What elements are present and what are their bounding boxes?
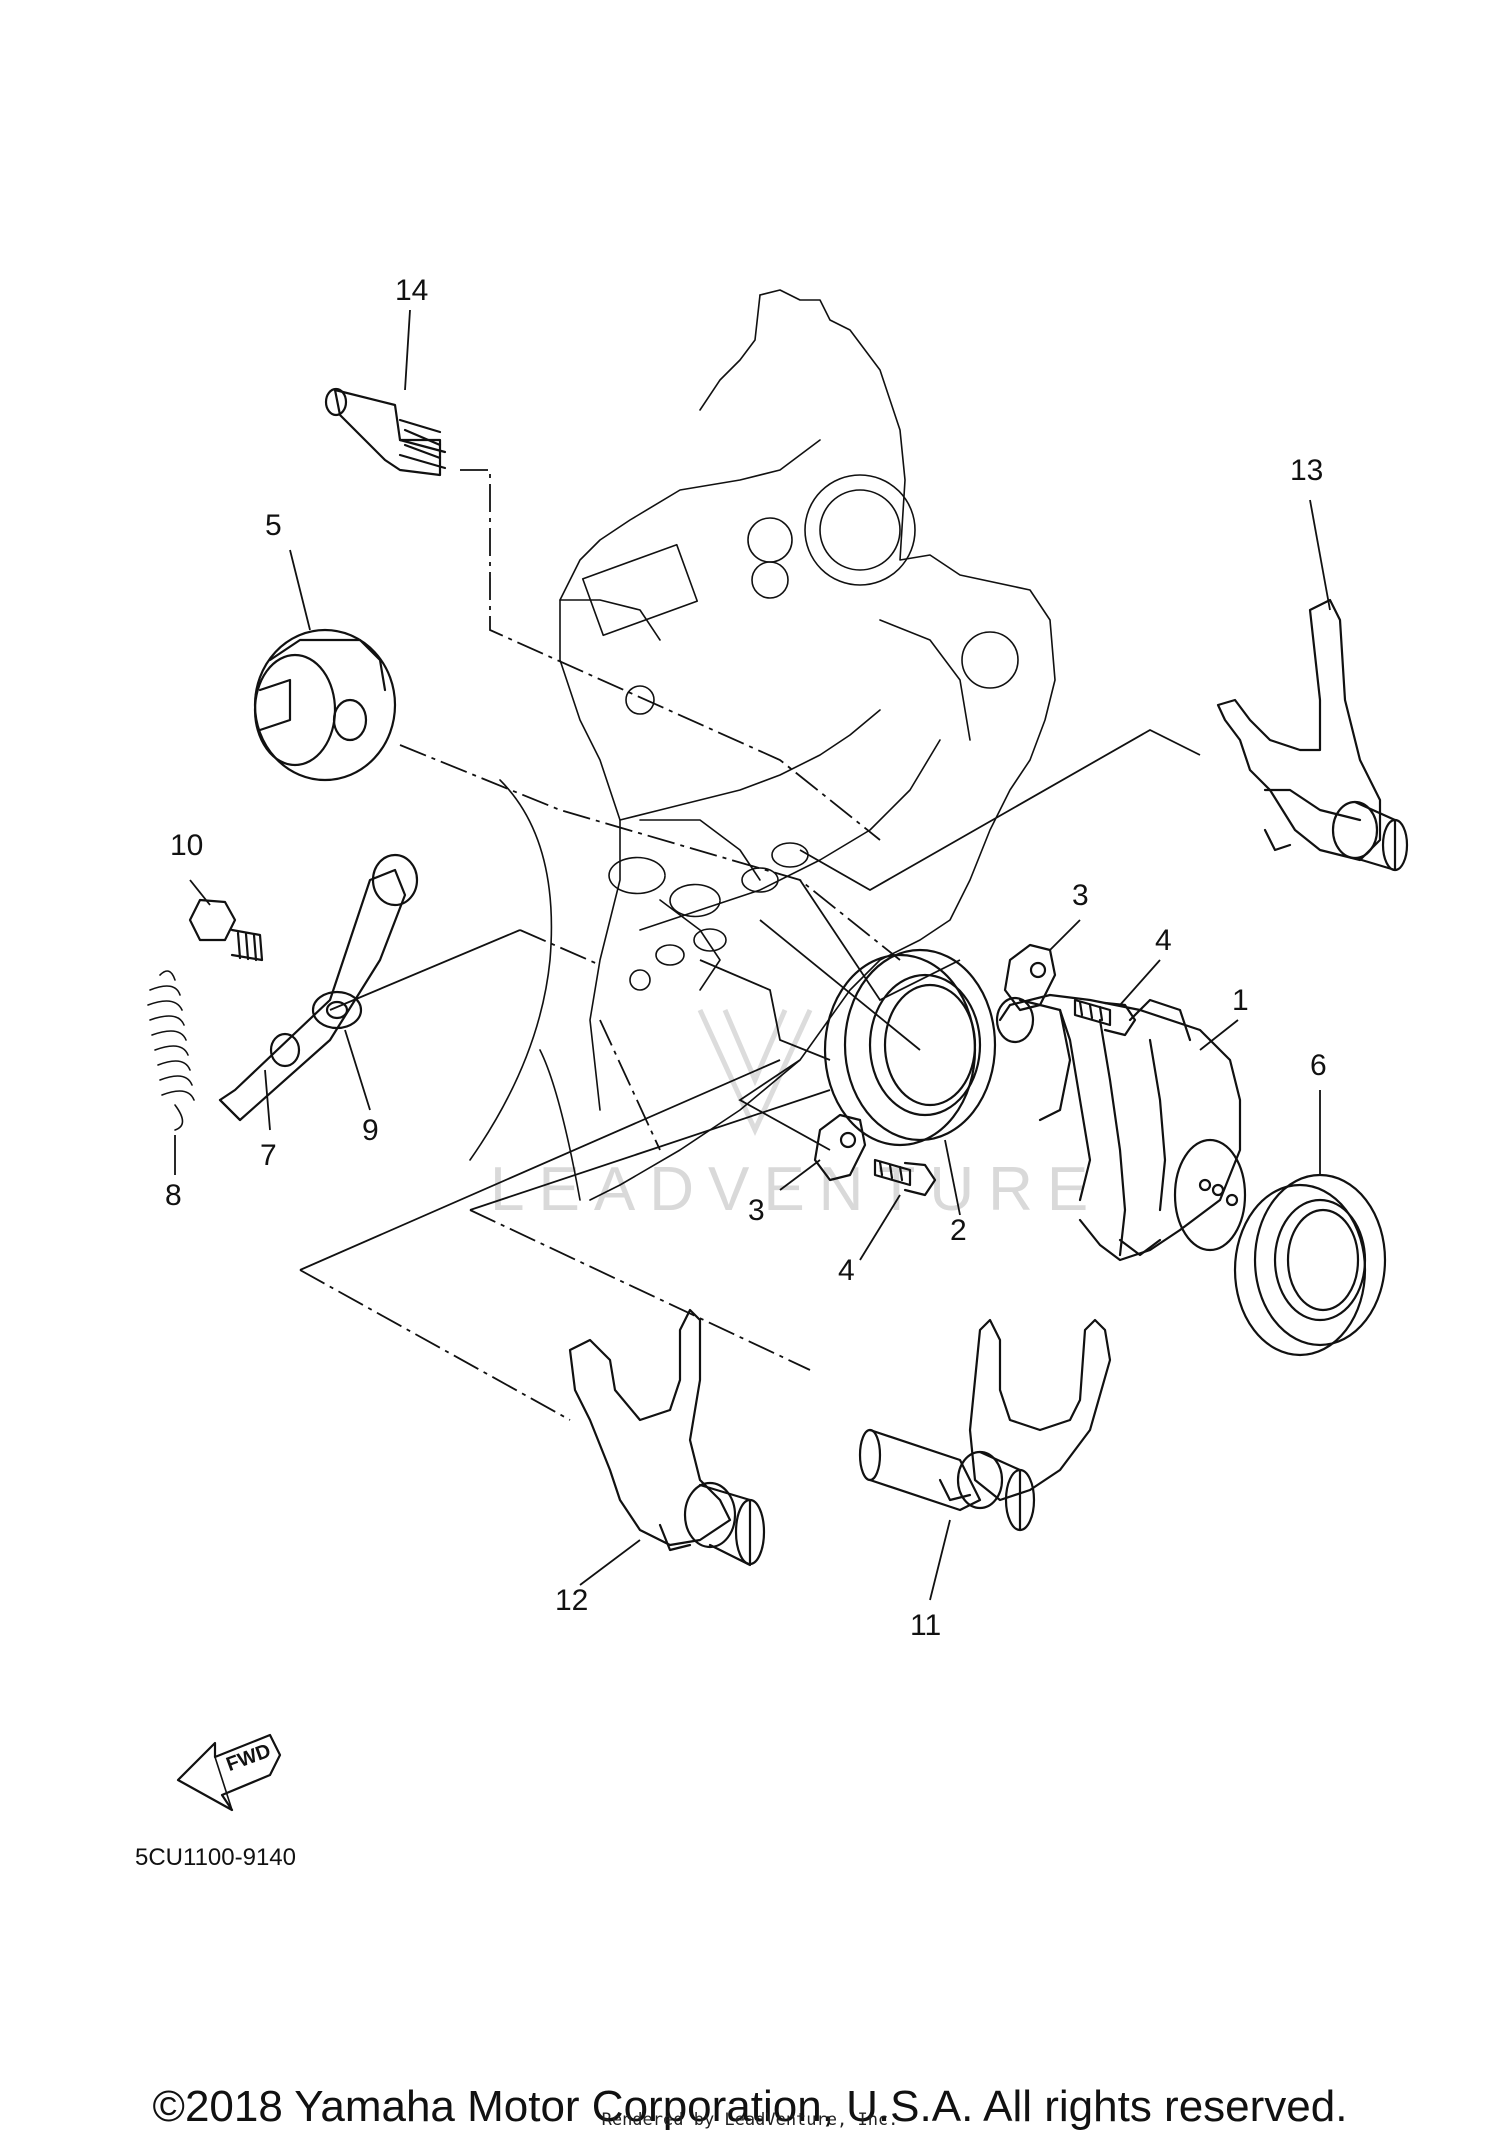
part-10-bolt [188,898,264,962]
callout-4-upper: 4 [1155,924,1172,957]
callout-4-lower: 4 [838,1254,855,1287]
callout-7: 7 [260,1139,277,1172]
callout-11: 11 [910,1609,941,1642]
callout-12: 12 [555,1584,588,1617]
cover-outline [469,779,581,1201]
watermark-logo [697,1008,813,1137]
part-code: 5CU1100-9140 [135,1844,296,1871]
fwd-label: FWD [223,1740,273,1776]
callout-9: 9 [362,1114,379,1147]
part-1-shift-drum [995,993,1247,1262]
callout-leaders [174,309,1331,1601]
part-5-segment [253,628,397,782]
fwd-arrow-icon: FWD [176,1733,282,1812]
callout-2: 2 [950,1214,967,1247]
crankcase [559,289,1056,1201]
callout-5: 5 [265,509,282,542]
callout-10: 10 [170,829,203,862]
part-14-stud-bolt [324,387,447,477]
callout-6: 6 [1310,1049,1327,1082]
callout-3-upper: 3 [1072,879,1089,912]
watermark-text: LEADVENTURE [490,1155,1102,1224]
part-11-shift-fork [858,1318,1112,1532]
callout-8: 8 [165,1179,182,1212]
callout-numbers: 14 5 13 10 3 4 1 6 7 8 9 2 3 4 12 11 [165,274,1327,1642]
part-3-plate-upper [1003,943,1057,1012]
part-8-spring [147,970,195,1131]
part-2-bearing [823,948,997,1147]
part-6-bearing [1233,1173,1387,1357]
callout-13: 13 [1290,454,1323,487]
copyright-notice: ©2018 Yamaha Motor Corporation, U.S.A. A… [152,2082,1348,2131]
part-9-washer [311,990,363,1030]
callout-1: 1 [1232,984,1249,1017]
leader-lines [299,469,1201,1421]
part-3-plate-lower [813,1113,867,1182]
part-4-bolt-lower [873,1158,937,1197]
callout-3-lower: 3 [748,1194,765,1227]
part-4-bolt-upper [1073,998,1137,1037]
callout-14: 14 [395,274,428,307]
part-12-shift-fork [568,1308,766,1567]
rendered-by-notice: Rendered by LeadVenture, Inc. [601,2110,899,2130]
part-7-stopper-lever [218,853,419,1122]
part-13-shift-fork [1216,598,1409,872]
